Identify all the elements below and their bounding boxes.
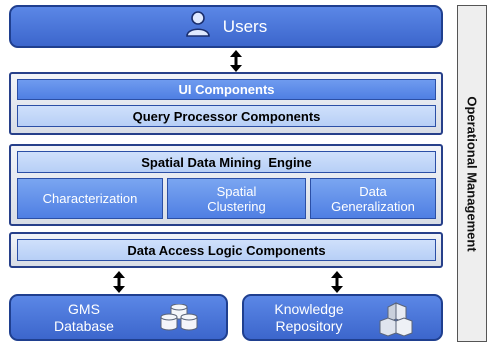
module-label: Clustering <box>207 198 266 214</box>
operational-management-panel: Operational Management <box>457 5 487 342</box>
operational-management-label: Operational Management <box>464 95 480 252</box>
ui-components-label: UI Components <box>178 82 275 97</box>
cubes-repository-icon <box>376 301 416 342</box>
arrow-users-ui <box>230 50 242 72</box>
arrow-access-gms <box>113 271 125 293</box>
database-cylinders-icon <box>157 303 207 339</box>
module-label: Data <box>359 183 387 199</box>
mining-engine-title-row: Spatial Data Mining Engine <box>17 151 436 173</box>
users-box: Users <box>9 5 443 48</box>
arrow-access-knowledge <box>331 271 343 293</box>
spatial-clustering-module: Spatial Clustering <box>167 178 306 219</box>
store-label: Repository <box>275 317 343 334</box>
gms-database-box: GMS Database <box>9 294 228 341</box>
query-processor-label: Query Processor Components <box>132 108 321 124</box>
mining-engine-title: Spatial Data Mining Engine <box>141 154 312 170</box>
module-label: Spatial <box>216 183 257 199</box>
user-icon <box>185 10 211 43</box>
data-access-label: Data Access Logic Components <box>127 242 326 258</box>
module-label: Characterization <box>42 191 138 206</box>
data-access-row: Data Access Logic Components <box>17 239 436 261</box>
store-label: Knowledge <box>274 300 344 317</box>
query-processor-row: Query Processor Components <box>17 105 436 127</box>
data-generalization-module: Data Generalization <box>310 178 436 219</box>
knowledge-repository-box: Knowledge Repository <box>242 294 443 341</box>
store-label: GMS <box>68 300 100 317</box>
characterization-module: Characterization <box>17 178 163 219</box>
ui-components-row: UI Components <box>17 79 436 100</box>
users-label: Users <box>222 16 268 36</box>
module-label: Generalization <box>331 198 415 214</box>
store-label: Database <box>54 317 114 334</box>
